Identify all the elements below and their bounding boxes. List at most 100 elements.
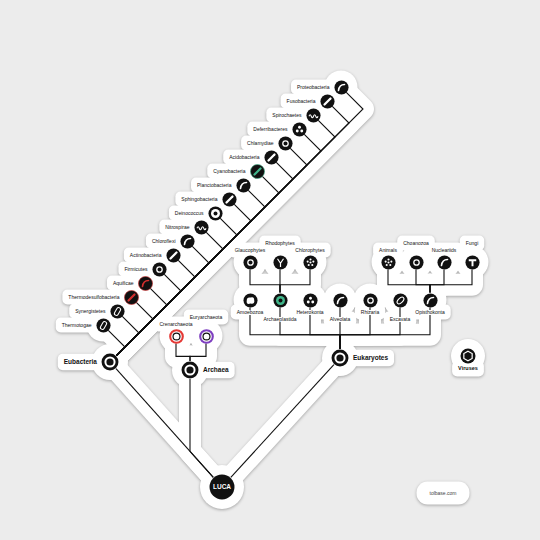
taxon-icon: [181, 361, 199, 379]
tree-branch: [430, 270, 444, 293]
taxon-icon: [110, 304, 125, 319]
taxon-label: Amoebozoa: [236, 310, 265, 315]
taxon-node: Proteobacteria: [334, 80, 349, 95]
taxon-node: Acidobacteria: [264, 150, 279, 165]
taxon-icon: [303, 293, 318, 308]
taxon-icon: [222, 192, 237, 207]
tree-branch: [231, 365, 334, 478]
taxon-node: Aquificae: [138, 276, 153, 291]
taxon-node: Fungi: [465, 255, 480, 270]
taxon-node: Nucleariids: [437, 255, 452, 270]
taxon-label: Heterokonta: [295, 310, 324, 315]
taxon-icon: [393, 293, 408, 308]
taxon-label: Deinococcus: [174, 211, 205, 216]
taxon-node: Deferribacteres: [292, 122, 307, 137]
tree-branch: [116, 120, 335, 355]
taxon-icon: [166, 248, 181, 263]
tree-branch: [250, 270, 280, 293]
taxon-label: Archaeplastida: [262, 317, 297, 322]
tree-branch: [116, 162, 293, 355]
tree-branch: [116, 106, 349, 355]
taxon-icon: [250, 164, 265, 179]
tree-branch: [430, 270, 472, 293]
tree-branch: [108, 330, 125, 355]
taxon-node: Amoebozoa: [243, 293, 258, 308]
taxon-label: Nucleariids: [431, 248, 458, 253]
taxon-node: Rhizaria: [363, 293, 378, 308]
tree-branch: [116, 274, 181, 355]
taxon-node: Archaeplastida: [273, 293, 288, 308]
tree-branch: [190, 344, 206, 362]
taxon-icon: [208, 206, 223, 221]
taxon-label: Actinobacteria: [129, 253, 163, 258]
taxon-label: Crenarchaeota: [158, 322, 193, 327]
tree-branch: [116, 92, 363, 355]
taxon-icon: [243, 255, 258, 270]
taxon-icon: [437, 255, 452, 270]
taxon-icon: [96, 318, 111, 333]
taxon-label: Spirochaetes: [271, 113, 302, 118]
tree-branch: [116, 246, 209, 355]
taxon-icon: [423, 293, 438, 308]
tree-branch: [176, 344, 190, 362]
taxon-icon: [320, 94, 335, 109]
taxon-icon: [303, 255, 318, 270]
taxon-label: Alveolata: [329, 317, 352, 322]
taxon-label: Chloroflexi: [151, 239, 177, 244]
tree-branch: [116, 176, 279, 355]
taxon-node: Choanozoa: [409, 255, 424, 270]
taxon-icon: [273, 293, 288, 308]
taxon-icon: [199, 329, 214, 344]
taxon-node: Heterokonta: [303, 293, 318, 308]
tree-branch: [190, 379, 213, 477]
taxon-icon: [264, 150, 279, 165]
taxon-node: Rhodophytes: [273, 255, 288, 270]
taxon-label: Viruses: [457, 366, 479, 372]
taxon-label: Thermotogae: [61, 323, 93, 328]
root-node: LUCA: [209, 474, 235, 500]
taxon-label: Chlamydiae: [246, 141, 274, 146]
tree-branch: [340, 308, 400, 350]
taxon-icon: [333, 293, 348, 308]
taxon-label: Choanozoa: [402, 241, 430, 246]
tree-branch: [116, 369, 213, 478]
taxon-node: Synergistetes: [110, 304, 125, 319]
taxon-node: Chlorophytes: [303, 255, 318, 270]
taxon-node: Spirochaetes: [306, 108, 321, 123]
tree-branch: [280, 270, 310, 293]
taxon-node: Alveolata: [333, 293, 348, 308]
taxon-label: Euryarchaeota: [189, 315, 224, 320]
taxon-icon: [180, 234, 195, 249]
taxon-node: Chlamydiae: [278, 136, 293, 151]
taxon-node: Deinococcus: [208, 206, 223, 221]
taxon-node: Actinobacteria: [166, 248, 181, 263]
taxon-node: Nitrospirae: [194, 220, 209, 235]
taxon-icon: [465, 255, 480, 270]
taxon-node: Euryarchaeota: [199, 329, 214, 344]
domain-node: Eubacteria: [101, 353, 119, 371]
domain-label: Eubacteria: [63, 359, 98, 366]
taxon-label: Animals: [378, 248, 398, 253]
taxon-icon: [101, 353, 119, 371]
taxon-icon: [460, 348, 476, 364]
taxon-icon: [152, 262, 167, 277]
taxon-label: Rhizaria: [360, 310, 380, 315]
taxon-node: Fusobacteria: [320, 94, 335, 109]
taxon-node: Firmicutes: [152, 262, 167, 277]
taxon-label: Thermodesulfobacteria: [67, 295, 120, 300]
taxon-icon: [409, 255, 424, 270]
domain-label: Archaea: [202, 367, 230, 374]
taxon-node: Opisthokonta: [423, 293, 438, 308]
taxon-icon: [363, 293, 378, 308]
taxon-icon: [194, 220, 209, 235]
taxon-icon: [138, 276, 153, 291]
taxon-label: Opisthokonta: [414, 310, 445, 315]
tree-branch: [280, 308, 340, 350]
taxon-node: Thermotogae: [96, 318, 111, 333]
taxon-label: Sphingobacteria: [180, 197, 218, 202]
taxon-node: Crenarchaeota: [169, 329, 184, 344]
taxon-node: Chloroflexi: [180, 234, 195, 249]
